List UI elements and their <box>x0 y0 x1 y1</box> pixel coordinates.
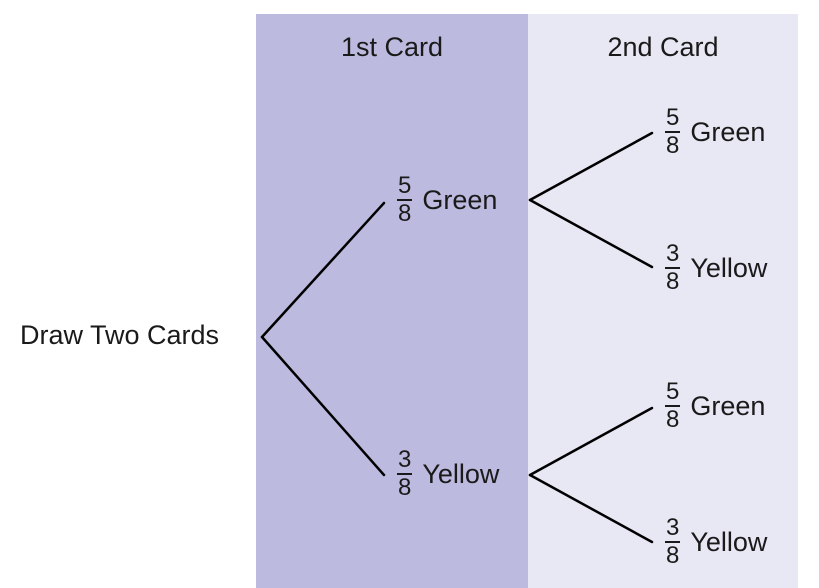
fraction-numerator: 3 <box>665 240 681 269</box>
first-card-panel <box>256 14 528 588</box>
first-card-header: 1st Card <box>340 32 444 62</box>
outcome-label: Green <box>422 184 498 215</box>
second-card-panel <box>528 14 798 588</box>
fraction-denominator: 8 <box>666 132 680 159</box>
first-draw-yellow-node: 3 8 Yellow <box>397 446 500 501</box>
probability-fraction: 3 8 <box>397 446 413 501</box>
probability-fraction: 3 8 <box>665 240 681 295</box>
second-draw-green-after-green-node: 5 8 Green <box>665 104 766 159</box>
root-label: Draw Two Cards <box>20 320 220 350</box>
second-draw-yellow-after-green-node: 3 8 Yellow <box>665 240 768 295</box>
fraction-numerator: 5 <box>397 172 413 201</box>
branch-green-to-green <box>528 131 654 202</box>
branch-yellow-to-green <box>528 406 654 477</box>
fraction-numerator: 5 <box>665 378 681 407</box>
fraction-denominator: 8 <box>398 474 412 501</box>
second-draw-yellow-after-yellow-node: 3 8 Yellow <box>665 514 768 569</box>
fraction-numerator: 3 <box>397 446 413 475</box>
outcome-label: Yellow <box>422 458 500 489</box>
outcome-label: Green <box>690 390 766 421</box>
fraction-numerator: 3 <box>665 514 681 543</box>
branch-root-to-green <box>260 201 386 339</box>
second-card-header: 2nd Card <box>607 32 719 62</box>
branch-root-to-yellow <box>260 335 386 477</box>
probability-fraction: 5 8 <box>397 172 413 227</box>
probability-fraction: 5 8 <box>665 378 681 433</box>
fraction-denominator: 8 <box>666 406 680 433</box>
outcome-label: Yellow <box>690 252 768 283</box>
fraction-denominator: 8 <box>398 200 412 227</box>
fraction-denominator: 8 <box>666 542 680 569</box>
outcome-label: Green <box>690 116 766 147</box>
probability-fraction: 5 8 <box>665 104 681 159</box>
first-draw-green-node: 5 8 Green <box>397 172 498 227</box>
outcome-label: Yellow <box>690 526 768 557</box>
branch-green-to-yellow <box>528 198 654 269</box>
fraction-numerator: 5 <box>665 104 681 133</box>
probability-fraction: 3 8 <box>665 514 681 569</box>
second-draw-green-after-yellow-node: 5 8 Green <box>665 378 766 433</box>
fraction-denominator: 8 <box>666 268 680 295</box>
branch-yellow-to-yellow <box>528 473 654 544</box>
